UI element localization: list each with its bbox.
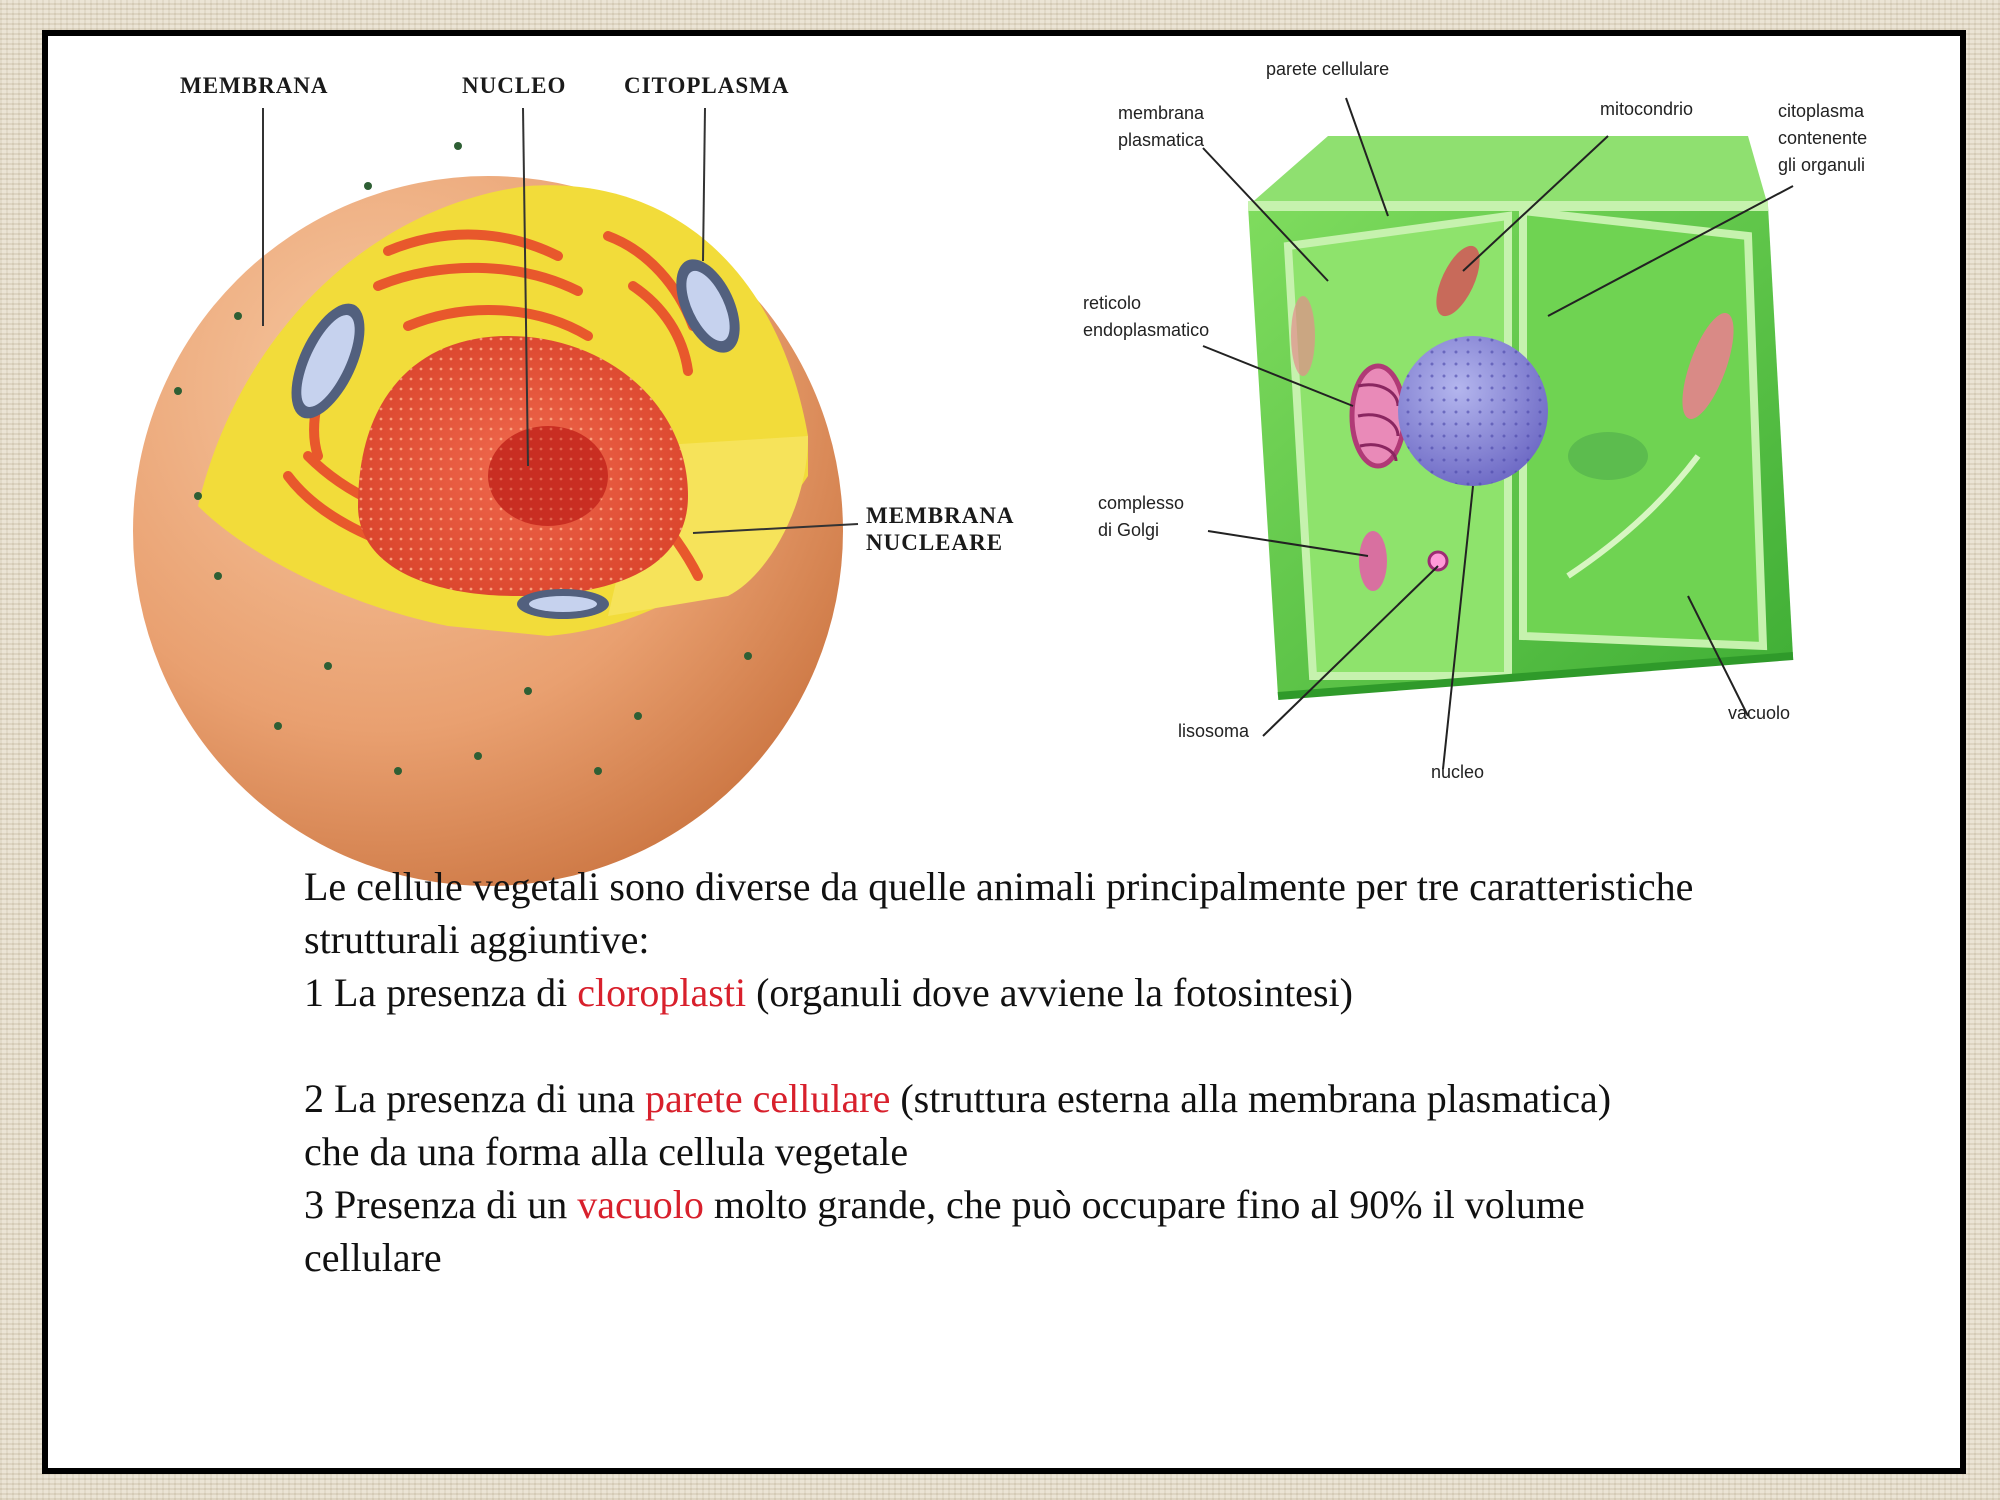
label-membrana-nucleare: MEMBRANA NUCLEARE bbox=[866, 502, 1015, 556]
label-vacuolo: vacuolo bbox=[1728, 700, 1790, 727]
label-mitocondrio: mitocondrio bbox=[1600, 96, 1693, 123]
label-membrana-plasmatica: membrana plasmatica bbox=[1118, 100, 1204, 154]
label-citoplasma: CITOPLASMA bbox=[624, 72, 790, 99]
label-reticolo-endoplasmatico: reticolo endoplasmatico bbox=[1083, 290, 1209, 344]
label-nucleo: NUCLEO bbox=[462, 72, 566, 99]
highlight-parete-cellulare: parete cellulare bbox=[645, 1076, 890, 1121]
animal-cell-drawing bbox=[133, 108, 858, 886]
point-1-end: (organuli dove avviene la fotosintesi) bbox=[746, 970, 1353, 1015]
label-membrana: MEMBRANA bbox=[180, 72, 329, 99]
plant-cell-drawing bbox=[1203, 98, 1793, 769]
point-3-start: 3 Presenza di un bbox=[304, 1182, 577, 1227]
point-2-start: 2 La presenza di una bbox=[304, 1076, 645, 1121]
point-1: 1 La presenza di cloroplasti (organuli d… bbox=[304, 966, 1804, 1019]
label-parete-cellulare: parete cellulare bbox=[1266, 56, 1389, 83]
label-nucleo-plant: nucleo bbox=[1431, 759, 1484, 786]
highlight-cloroplasti: cloroplasti bbox=[577, 970, 746, 1015]
point-1-start: 1 La presenza di bbox=[304, 970, 577, 1015]
point-3: 3 Presenza di un vacuolo molto grande, c… bbox=[304, 1178, 1714, 1284]
highlight-vacuolo: vacuolo bbox=[577, 1182, 704, 1227]
label-lisosoma: lisosoma bbox=[1178, 718, 1249, 745]
intro-paragraph: Le cellule vegetali sono diverse da quel… bbox=[304, 860, 1704, 966]
label-citoplasma-organuli: citoplasma contenente gli organuli bbox=[1778, 98, 1867, 179]
point-2: 2 La presenza di una parete cellulare (s… bbox=[304, 1072, 1634, 1178]
slide: MEMBRANA NUCLEO CITOPLASMA MEMBRANA NUCL… bbox=[42, 30, 1966, 1474]
label-complesso-golgi: complesso di Golgi bbox=[1098, 490, 1184, 544]
